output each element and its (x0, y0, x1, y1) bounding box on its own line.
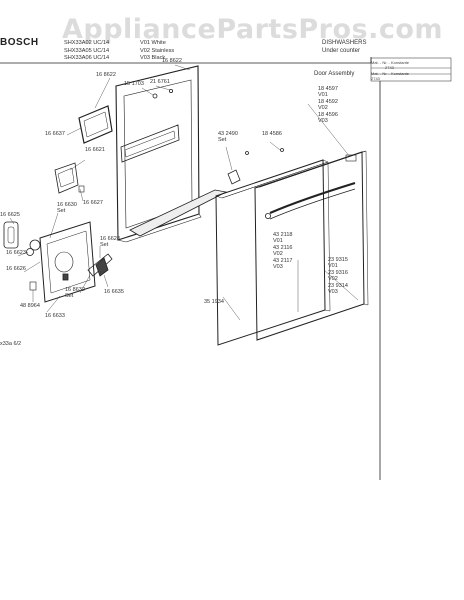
brand-name: BOSCH (0, 37, 39, 48)
part-label: 16 6635 (104, 289, 124, 295)
part-label: 35 1934 (204, 299, 224, 305)
part-label: 16 6637 (45, 131, 65, 137)
model-item: SHX33A05 UC/14 (64, 47, 110, 54)
subcategory-title: Under counter (322, 48, 361, 54)
handle-cap (345, 154, 357, 162)
door-panel (215, 159, 331, 346)
gasket-frame (78, 105, 113, 144)
model-item: SHX33A02 UC/14 (64, 40, 110, 46)
section-title: Door Assembly (314, 71, 355, 77)
variant-item: V01 White (140, 40, 166, 46)
part-label: 16 6626 (6, 266, 26, 272)
part-label: 16 6633 (45, 313, 65, 319)
latch (95, 257, 109, 277)
category-title: DISHWASHERS (322, 40, 367, 46)
screw (168, 89, 173, 94)
leader-lines (9, 64, 359, 321)
lever (87, 253, 113, 277)
variant-list: V01 White V02 Stainless V03 Black (140, 40, 174, 63)
screw (245, 151, 249, 155)
page-reference: x33a 6/2 (0, 341, 22, 347)
model-item: SHX33A06 UC/14 (64, 55, 110, 62)
code-value: 2743 (385, 65, 394, 70)
code-box: Mat. - Nr. - Konstante 2743 Mat. - Nr. -… (371, 60, 409, 81)
trim-strip (129, 189, 228, 237)
code-value: 2743 (371, 76, 380, 81)
variant-item: V02 Stainless (140, 47, 175, 54)
outer-front-panel (254, 150, 369, 341)
dispenser-assembly (3, 221, 96, 303)
inner-door-frame (115, 65, 202, 243)
part-label: 18 4586 (262, 131, 282, 137)
screw (152, 93, 158, 99)
dispenser-opening (120, 124, 180, 163)
clip (62, 273, 69, 281)
watermark: AppliancePartsPros.com (62, 14, 444, 45)
part-label: 16 6627 (83, 200, 103, 206)
small-part (29, 281, 37, 291)
part-label: 16 8622 (162, 58, 182, 64)
part-label: 16 6623 (6, 250, 26, 256)
part-label: 16 6621 (85, 147, 105, 153)
variant-item: V03 Black (140, 55, 166, 62)
screw (280, 148, 284, 152)
code-label: Mat. - Nr. - Konstante (371, 71, 410, 76)
part-label: 16 6625 (0, 212, 20, 218)
door-handle (264, 181, 356, 220)
part-label: 15 1703 (124, 81, 144, 87)
code-box-frame (370, 57, 452, 82)
part-label: 16 8622 (96, 72, 116, 78)
part-label: 21 6761 (150, 79, 170, 85)
small-part (78, 185, 85, 193)
code-label: Mat. - Nr. - Konstante (371, 60, 410, 65)
hinge-bracket (227, 169, 241, 185)
rinse-aid-unit (54, 162, 79, 194)
model-list: SHX33A02 UC/14 SHX33A05 UC/14 SHX33A06 U… (64, 40, 109, 63)
part-label: 48 8964 (20, 303, 40, 309)
